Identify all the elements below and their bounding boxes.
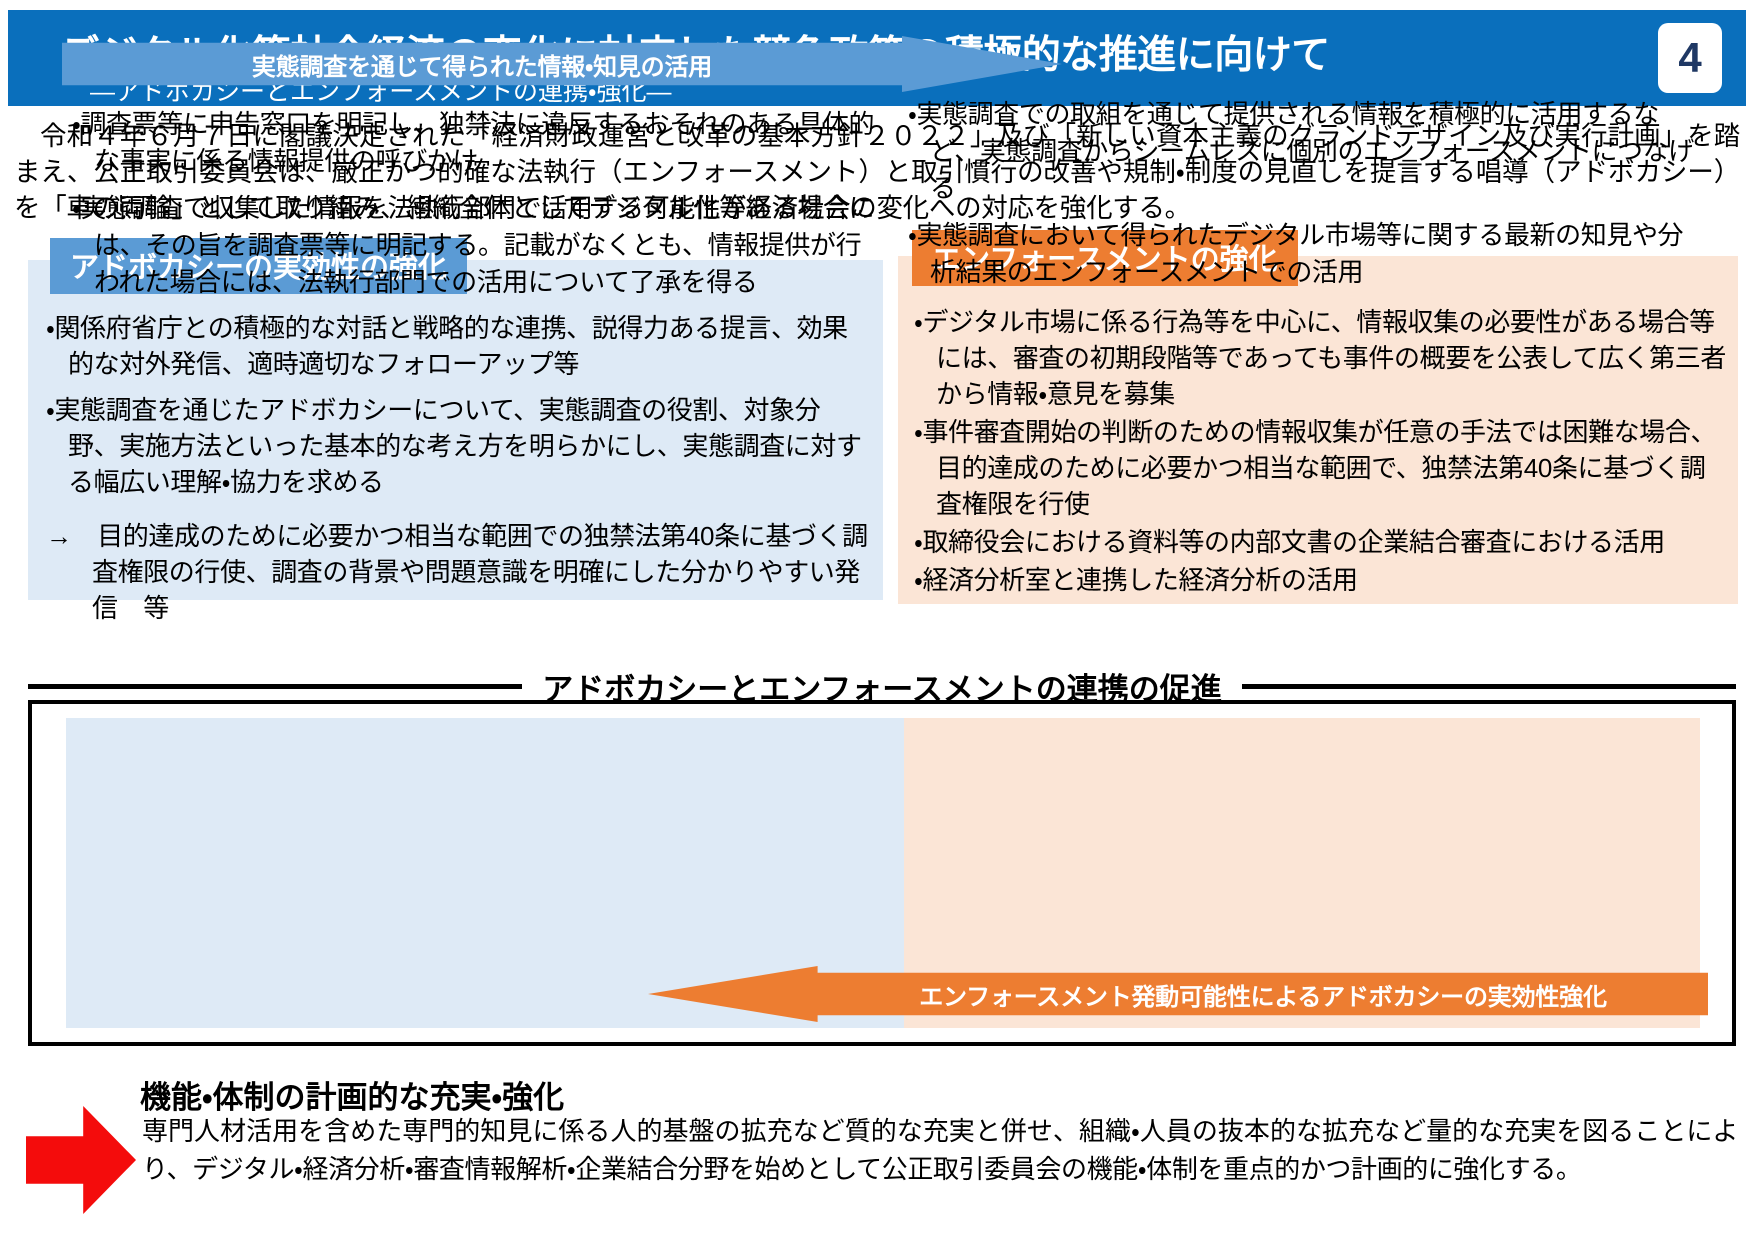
list-item: ・実態調査において得られたデジタル市場等に関する最新の知見や分析結果のエンフォー… — [908, 220, 1684, 287]
bottom-section-heading: 機能・体制の計画的な充実・強化 — [140, 1080, 565, 1115]
list-item: ・事件審査開始の判断のための情報収集が任意の手法では困難な場合、目的達成のために… — [914, 417, 1717, 519]
bottom-section-body: 専門人材活用を含めた専門的知見に係る人的基盤の拡充など質的な充実と併せ、組織・人… — [142, 1116, 1738, 1184]
page-number-badge: 4 — [1658, 23, 1722, 93]
advocacy-panel: アドボカシーの実効性の強化 ・関係府省庁との積極的な対話と戦略的な連携、説得力あ… — [28, 238, 883, 623]
collaboration-left-bullets: ・調査票等に申告窓口を明記し、独禁法に違反するおそれのある具体的な事実に係る情報… — [72, 106, 882, 311]
enforcement-panel-heading: エンフォースメントの強化 — [912, 230, 1298, 286]
list-item: ・実態調査で収集した情報を法執行部門で活用する可能性がある場合には、その旨を調査… — [72, 193, 875, 297]
left-arrow-icon — [648, 966, 1708, 1022]
arrow-up-label: エンフォースメント発動可能性によるアドボカシーの実効性強化 — [919, 983, 1607, 1011]
enforcement-bullet-list: ・デジタル市場に係る行為等を中心に、情報収集の必要性がある場合等には、審査の初期… — [914, 304, 1728, 600]
advocacy-panel-heading: アドボカシーの実効性の強化 — [50, 238, 468, 294]
list-item: ・経済分析室と連携した経済分析の活用 — [914, 565, 1358, 595]
divider-left — [28, 683, 523, 689]
collaboration-right-bullets: ・実態調査での取組を通じて提供される情報を積極的に活用するなど、実態調査からシー… — [908, 96, 1708, 301]
intro-paragraph: 令和４年６月７日に閣議決定された「経済財政運営と改革の基本方針２０２２」及び「新… — [14, 121, 1740, 223]
advocacy-bullet-list: ・関係府省庁との積極的な対話と戦略的な連携、説得力ある提言、効果的な対外発信、適… — [46, 310, 871, 636]
list-item: ・取締役会における資料等の内部文書の企業結合審査における活用 — [914, 527, 1665, 557]
list-item: → 目的達成のために必要かつ相当な範囲での独禁法第40条に基づく調査権限の行使、… — [46, 521, 868, 623]
arrow-down-label: 実態調査を通じて得られた情報・知見の活用 — [251, 53, 713, 81]
list-item: ・実態調査での取組を通じて提供される情報を積極的に活用するなど、実態調査からシー… — [908, 99, 1694, 203]
list-item: ・実態調査を通じたアドボカシーについて、実態調査の役割、対象分野、実施方法といっ… — [46, 395, 862, 497]
divider-right — [1241, 683, 1736, 689]
list-item: ・デジタル市場に係る行為等を中心に、情報収集の必要性がある場合等には、審査の初期… — [914, 307, 1726, 409]
right-arrow-icon — [62, 36, 1062, 92]
red-arrow-icon — [26, 1106, 136, 1214]
list-item: ・関係府省庁との積極的な対話と戦略的な連携、説得力ある提言、効果的な対外発信、適… — [46, 313, 848, 379]
enforcement-panel: エンフォースメントの強化 ・デジタル市場に係る行為等を中心に、情報収集の必要性が… — [898, 230, 1738, 604]
list-item: ・調査票等に申告窓口を明記し、独禁法に違反するおそれのある具体的な事実に係る情報… — [72, 109, 875, 176]
